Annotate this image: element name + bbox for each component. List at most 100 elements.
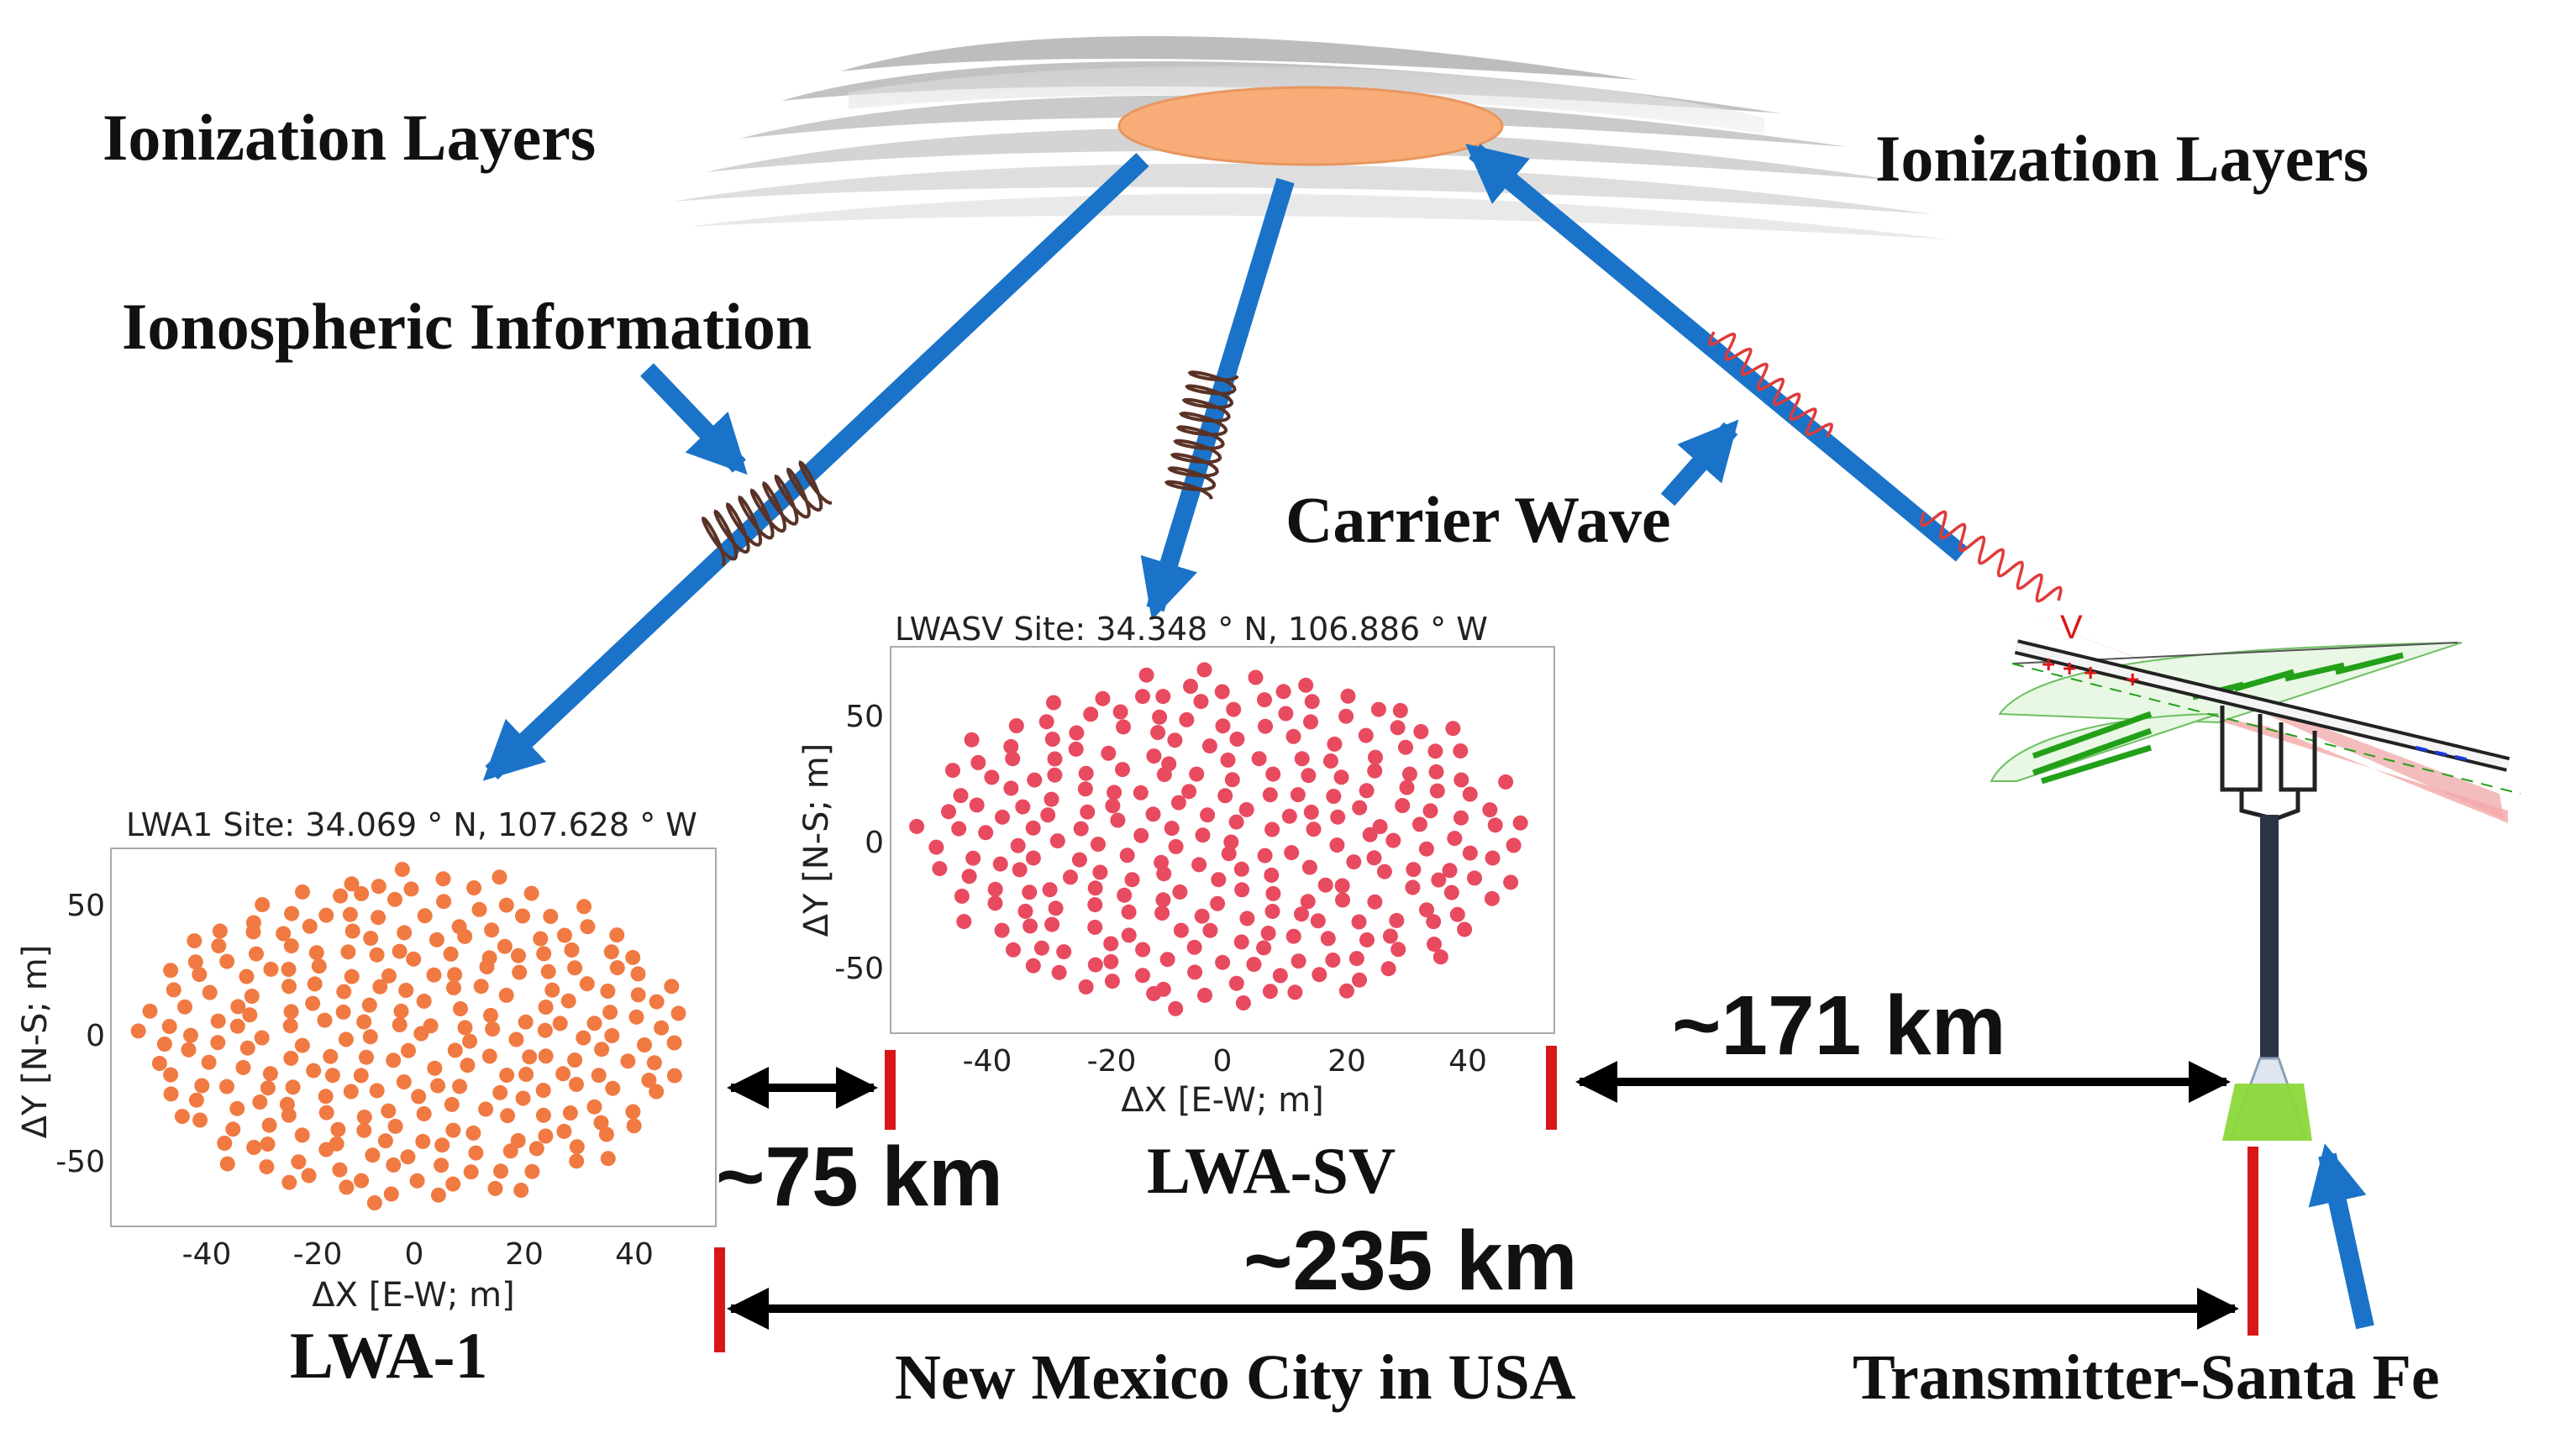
antenna-point bbox=[318, 1089, 334, 1105]
antenna-point bbox=[344, 968, 360, 984]
antenna-point bbox=[1025, 958, 1041, 974]
antenna-point bbox=[576, 1030, 591, 1046]
antenna-point bbox=[987, 881, 1003, 897]
antenna-point bbox=[1211, 872, 1227, 888]
antenna-point bbox=[1215, 954, 1231, 970]
antenna-point bbox=[1103, 953, 1119, 969]
antenna-point bbox=[492, 1084, 508, 1100]
antenna-point bbox=[620, 1053, 636, 1069]
antenna-point bbox=[1412, 816, 1427, 832]
antenna-point bbox=[301, 1168, 317, 1184]
antenna-point bbox=[567, 1052, 583, 1068]
antenna-point bbox=[1077, 781, 1093, 797]
antenna-point bbox=[1285, 928, 1301, 944]
antenna-point bbox=[142, 1003, 158, 1019]
antenna-point bbox=[339, 1179, 355, 1195]
lwasv-xtick: 20 bbox=[1327, 1044, 1366, 1079]
antenna-point bbox=[1091, 837, 1106, 853]
antenna-point bbox=[1119, 848, 1135, 863]
antenna-point bbox=[246, 1140, 262, 1155]
antenna-point bbox=[244, 989, 260, 1004]
antenna-point bbox=[1346, 854, 1362, 870]
antenna-point bbox=[468, 1145, 484, 1161]
antenna-point bbox=[245, 915, 261, 931]
antenna-point bbox=[1367, 763, 1383, 779]
antenna-point bbox=[478, 1101, 494, 1117]
antenna-point bbox=[1186, 939, 1202, 955]
antenna-point bbox=[163, 1086, 179, 1102]
antenna-point bbox=[163, 1067, 179, 1083]
antenna-point bbox=[1115, 762, 1130, 778]
lwa1-plot-title: LWA1 Site: 34.069 ° N, 107.628 ° W bbox=[126, 806, 697, 843]
antenna-point bbox=[294, 1127, 310, 1143]
antenna-point bbox=[1233, 934, 1249, 950]
antenna-point bbox=[1116, 719, 1131, 735]
antenna-point bbox=[1257, 848, 1273, 863]
antenna-point bbox=[1238, 801, 1254, 817]
antenna-point bbox=[1155, 689, 1171, 705]
antenna-point bbox=[416, 993, 432, 1009]
antenna-point bbox=[497, 938, 513, 954]
antenna-point bbox=[457, 1020, 473, 1036]
antenna-point bbox=[1047, 767, 1063, 783]
antenna-point bbox=[1340, 688, 1356, 704]
antenna-point bbox=[524, 1163, 540, 1179]
antenna-point bbox=[1399, 779, 1415, 795]
antenna-point bbox=[181, 1042, 197, 1058]
antenna-point bbox=[1301, 859, 1317, 875]
antenna-point bbox=[284, 905, 300, 921]
antenna-point bbox=[483, 1007, 498, 1023]
antenna-point bbox=[192, 967, 208, 983]
antenna-point bbox=[229, 1018, 245, 1034]
antenna-point bbox=[1310, 913, 1326, 929]
antenna-point bbox=[1454, 772, 1469, 788]
antenna-point bbox=[430, 1078, 446, 1094]
antenna-point bbox=[361, 997, 377, 1013]
antenna-point bbox=[369, 1083, 385, 1099]
antenna-point bbox=[1193, 694, 1209, 710]
antenna-point bbox=[383, 1186, 399, 1202]
antenna-point bbox=[291, 1154, 307, 1170]
antenna-point bbox=[1154, 854, 1170, 870]
antenna-point bbox=[625, 949, 641, 965]
antenna-point bbox=[598, 1126, 614, 1142]
antenna-point bbox=[1447, 831, 1463, 847]
antenna-point bbox=[1427, 937, 1442, 953]
antenna-point bbox=[1179, 711, 1195, 727]
antenna-point bbox=[445, 1122, 461, 1138]
antenna-point bbox=[498, 897, 514, 913]
antenna-point bbox=[1135, 942, 1151, 958]
antenna-point bbox=[381, 1103, 397, 1119]
antenna-point bbox=[1422, 803, 1438, 819]
antenna-point bbox=[187, 933, 202, 949]
antenna-point bbox=[1023, 918, 1038, 934]
lwasv-plot-title: LWASV Site: 34.348 ° N, 106.886 ° W bbox=[895, 611, 1488, 648]
antenna-point bbox=[340, 944, 356, 960]
antenna-point bbox=[202, 984, 218, 1000]
svg-text:+: + bbox=[2042, 651, 2055, 677]
antenna-point bbox=[609, 927, 625, 943]
antenna-point bbox=[1107, 785, 1122, 800]
antenna-point bbox=[1334, 878, 1350, 894]
dipole-antenna: V ++++ bbox=[1990, 609, 2521, 1141]
antenna-point bbox=[1433, 949, 1448, 965]
carrier-wave-label: Carrier Wave bbox=[1285, 483, 1670, 556]
antenna-point bbox=[510, 1132, 526, 1148]
antenna-point bbox=[580, 919, 596, 935]
antenna-point bbox=[1427, 743, 1443, 759]
antenna-point bbox=[1294, 906, 1309, 922]
lwasv-antenna-points bbox=[909, 662, 1528, 1016]
antenna-point bbox=[579, 976, 595, 992]
antenna-point bbox=[1152, 709, 1168, 725]
antenna-point bbox=[1264, 904, 1280, 919]
antenna-point bbox=[163, 963, 179, 979]
antenna-point bbox=[1248, 669, 1264, 685]
antenna-point bbox=[1049, 833, 1065, 849]
antenna-point bbox=[1156, 866, 1172, 882]
antenna-point bbox=[1040, 807, 1056, 823]
antenna-point bbox=[1457, 921, 1473, 937]
antenna-point bbox=[1217, 788, 1233, 804]
antenna-point bbox=[569, 1153, 585, 1169]
antenna-point bbox=[1047, 751, 1063, 767]
antenna-point bbox=[1431, 872, 1447, 888]
